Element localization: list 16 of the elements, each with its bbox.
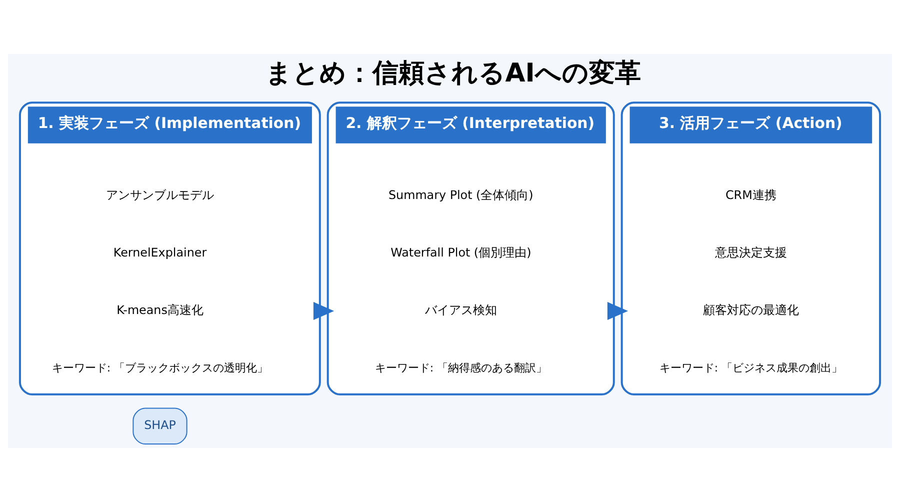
node-text: キーワード: 「ブラックボックスの透明化」: [52, 361, 268, 374]
node-text: K-means高速化: [116, 303, 204, 318]
diagram-title: まとめ：信頼されるAIへの変革: [265, 58, 641, 89]
arrow: [313, 302, 334, 320]
node-text: 意思決定支援: [714, 245, 787, 260]
node-text: キーワード: 「納得感のある翻訳」: [374, 361, 548, 374]
node-text: KernelExplainer: [113, 245, 207, 260]
node-text: Waterfall Plot (個別理由): [390, 245, 532, 260]
node-text: アンサンブルモデル: [106, 188, 214, 202]
label: SHAP: [144, 418, 176, 432]
node-text: Summary Plot (全体傾向): [388, 188, 534, 202]
node-text: キーワード: 「ビジネス成果の創出」: [659, 361, 842, 374]
arrow: [607, 302, 628, 320]
node-text: 顧客対応の最適化: [702, 303, 799, 318]
node-text: バイアス検知: [424, 303, 497, 318]
node-text: CRM連携: [725, 188, 776, 202]
